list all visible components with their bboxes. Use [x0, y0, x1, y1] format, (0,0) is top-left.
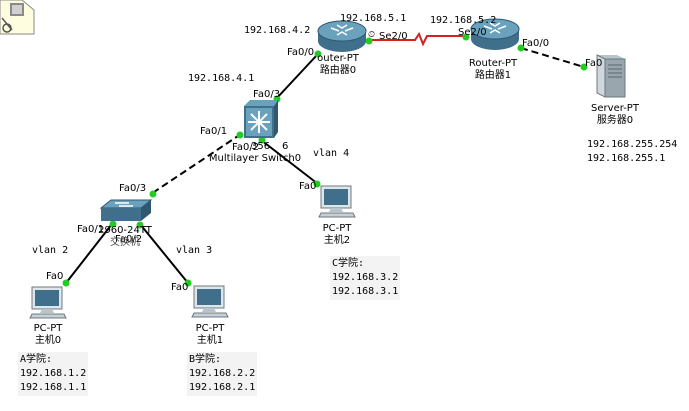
note-line: 192.168.255.254: [587, 139, 678, 150]
note-line: C学院:: [332, 258, 365, 269]
multilayer-switch-icon[interactable]: [242, 100, 278, 140]
router-icon[interactable]: [317, 19, 367, 55]
router0-label[interactable]: outer-PT 路由器0: [308, 53, 368, 77]
pc2-label[interactable]: PC-PT 主机2: [307, 223, 367, 247]
pc1-name: 主机1: [196, 335, 224, 346]
vlan-label: vlan 4: [313, 148, 350, 159]
port-label: Fa0/2: [232, 142, 260, 153]
port-indicator: [236, 131, 244, 139]
server0-name: 服务器0: [596, 115, 634, 126]
port-label: Fa0: [299, 181, 317, 192]
pc0-model: PC-PT: [33, 323, 63, 334]
switch2960-model: 2960-24TT: [98, 225, 152, 236]
pc0-name: 主机0: [34, 335, 62, 346]
link-router1-server0[interactable]: [520, 47, 585, 68]
note-line: A学院:: [20, 354, 53, 365]
mlswitch0-model-suffix: 6: [282, 141, 289, 152]
port-label: Fa0: [171, 282, 189, 293]
link-switch2960-pc1[interactable]: [139, 223, 189, 284]
router0-model: outer-PT: [317, 53, 359, 64]
note-line: 192.168.3.2: [332, 272, 399, 283]
port-indicator: [580, 63, 588, 71]
router1-model: Router-PT: [468, 58, 518, 69]
port-indicator: [62, 279, 70, 287]
link-router0-router1[interactable]: [368, 31, 467, 47]
note-c[interactable]: C学院: 192.168.3.2 192.168.3.1: [330, 256, 401, 300]
port-indicator: [313, 180, 321, 188]
port-indicator: [109, 220, 117, 228]
router0-name: 路由器0: [319, 65, 357, 76]
note-line: 192.168.1.1: [20, 382, 87, 393]
port-indicator: [462, 33, 470, 41]
ip-label-router0-se20: 192.168.5.1: [340, 13, 407, 24]
port-label: Fa0/0: [522, 38, 550, 49]
note-line: 192.168.2.2: [189, 368, 256, 379]
switch2960-label[interactable]: 2960-24TT 交换机: [95, 225, 155, 249]
pc-icon[interactable]: [190, 285, 230, 319]
port-label: Fa0: [46, 271, 64, 282]
ip-label-mlswitch-fa03: 192.168.4.1: [188, 73, 255, 84]
port-indicator: [314, 50, 322, 58]
port-label: Fa0/0: [287, 47, 315, 58]
port-indicator: [258, 136, 266, 144]
port-indicator: [365, 37, 373, 45]
note-line: 192.168.255.1: [587, 153, 666, 164]
vlan-label: vlan 2: [32, 245, 69, 256]
pc1-label[interactable]: PC-PT 主机1: [180, 323, 240, 347]
switch-icon[interactable]: [99, 198, 153, 224]
note-line: 192.168.1.2: [20, 368, 87, 379]
mlswitch0-model-prefix: 356: [251, 141, 271, 152]
note-line: 192.168.3.1: [332, 286, 399, 297]
ip-label-router1-se20: 192.168.5.2: [430, 15, 497, 26]
port-label: Fa0/1: [77, 224, 105, 235]
note-line: 192.168.2.1: [189, 382, 256, 393]
pc-icon[interactable]: [317, 185, 357, 219]
pc2-model: PC-PT: [322, 223, 352, 234]
pc2-name: 主机2: [323, 235, 351, 246]
note-a[interactable]: A学院: 192.168.1.2 192.168.1.1: [18, 352, 89, 396]
note-tool-icon[interactable]: [0, 0, 36, 36]
link-router0-mlswitch0[interactable]: [275, 54, 318, 100]
clock-icon: ⏲: [368, 30, 376, 40]
port-indicator: [136, 221, 144, 229]
link-mlswitch0-switch2960[interactable]: [150, 133, 242, 195]
port-indicator: [149, 190, 157, 198]
server0-model: Server-PT: [591, 103, 639, 114]
port-label: Fa0/1: [200, 126, 228, 137]
port-label: Se2/0: [379, 31, 408, 42]
router-icon[interactable]: [470, 17, 520, 53]
pc1-model: PC-PT: [195, 323, 225, 334]
note-server[interactable]: 192.168.255.254 192.168.255.1: [585, 137, 680, 167]
port-label: Fa0/3: [253, 89, 281, 100]
pc-icon[interactable]: [28, 286, 68, 320]
port-indicator: [184, 279, 192, 287]
pc0-label[interactable]: PC-PT 主机0: [18, 323, 78, 347]
switch2960-name: 交换机: [110, 237, 140, 248]
port-label: Se2/0: [458, 27, 487, 38]
port-label: Fa0: [585, 58, 603, 69]
port-label: Fa0/2: [115, 234, 143, 245]
link-mlswitch0-pc2[interactable]: [260, 139, 319, 185]
mlswitch0-label[interactable]: 356 6 Multilayer Switch0: [200, 141, 310, 165]
note-b[interactable]: B学院: 192.168.2.2 192.168.2.1: [187, 352, 258, 396]
server0-label[interactable]: Server-PT 服务器0: [580, 103, 650, 127]
router1-label[interactable]: Router-PT 路由器1: [460, 58, 526, 82]
ip-label-router0-fa00: 192.168.4.2: [244, 25, 311, 36]
link-switch2960-pc0[interactable]: [65, 223, 113, 284]
vlan-label: vlan 3: [176, 245, 213, 256]
port-indicator: [517, 44, 525, 52]
port-label: Fa0/3: [119, 183, 147, 194]
note-line: B学院:: [189, 354, 222, 365]
mlswitch0-name: Multilayer Switch0: [208, 153, 302, 164]
server-icon[interactable]: [593, 51, 629, 99]
router1-name: 路由器1: [474, 70, 512, 81]
